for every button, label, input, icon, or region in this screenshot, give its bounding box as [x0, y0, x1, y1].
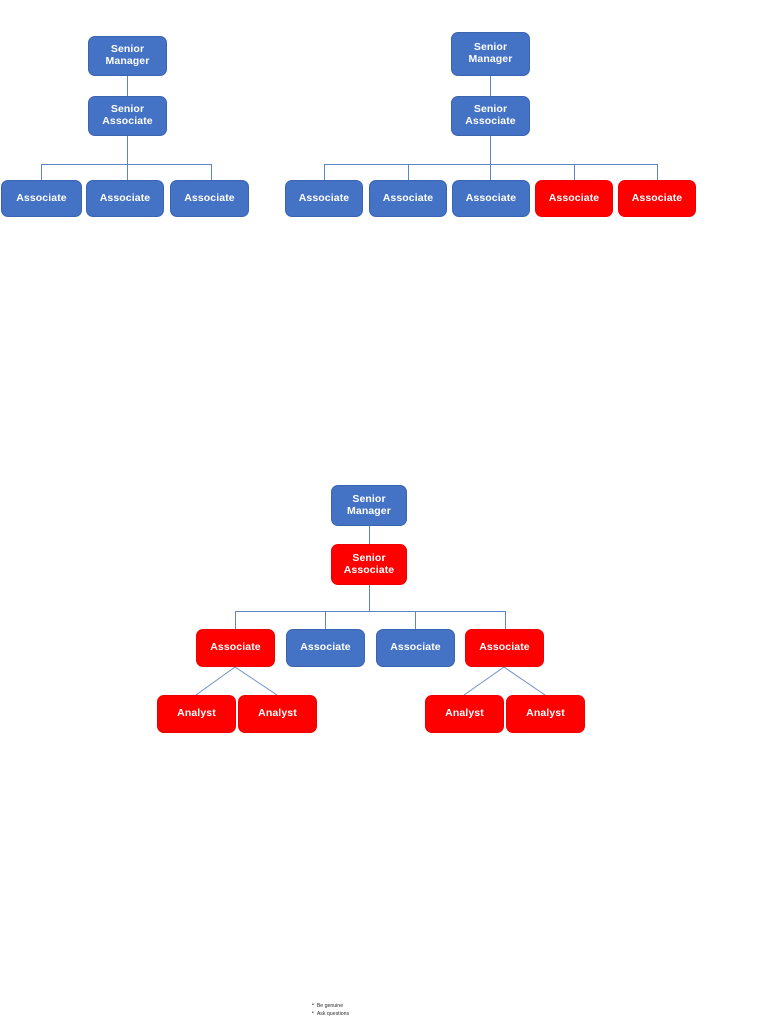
- node-label: Senior Manager: [347, 492, 391, 517]
- node-analyst-2[interactable]: Analyst: [238, 695, 317, 733]
- connector-associate-bus: [235, 611, 505, 612]
- node-label: Associate: [465, 191, 517, 204]
- node-label: Senior Associate: [102, 103, 153, 127]
- list-item-label: Ask questions: [316, 1011, 350, 1018]
- connector-drop-a4: [574, 164, 575, 180]
- list-item: • Ask questions: [312, 1010, 532, 1018]
- connector-a1-to-analyst-2: [234, 666, 278, 696]
- node-label: Analyst: [445, 707, 484, 720]
- notes-bullet-list: • Be genuine • Ask questions: [312, 1002, 532, 1018]
- node-senior-associate[interactable]: Senior Associate: [451, 96, 530, 136]
- bullet-marker-icon: •: [312, 1001, 314, 1008]
- node-label: Senior Manager: [468, 41, 513, 65]
- node-associate-2[interactable]: Associate: [86, 180, 164, 217]
- connector-drop-a2: [127, 164, 128, 180]
- connector-drop-a3: [415, 611, 416, 629]
- node-label: Associate: [298, 191, 350, 204]
- node-senior-associate[interactable]: Senior Associate: [331, 544, 407, 585]
- node-associate-1[interactable]: Associate: [1, 180, 82, 217]
- connector-drop-a5: [657, 164, 658, 180]
- node-label: Analyst: [526, 707, 565, 720]
- node-label: Analyst: [258, 707, 297, 720]
- node-associate-3[interactable]: Associate: [376, 629, 455, 667]
- node-label: Associate: [99, 191, 151, 204]
- node-analyst-1[interactable]: Analyst: [157, 695, 236, 733]
- node-senior-manager[interactable]: Senior Manager: [331, 485, 407, 526]
- node-associate-4[interactable]: Associate: [465, 629, 544, 667]
- list-item: • Be genuine: [312, 1002, 532, 1010]
- connector-drop-a1: [235, 611, 236, 629]
- node-associate-2[interactable]: Associate: [286, 629, 365, 667]
- connector-drop-a3: [490, 164, 491, 180]
- connector-drop-a1: [324, 164, 325, 180]
- connector-sa-trunk: [127, 136, 128, 164]
- node-associate-1[interactable]: Associate: [285, 180, 363, 217]
- node-label: Analyst: [177, 707, 216, 720]
- node-label: Associate: [300, 641, 351, 654]
- connector-sm-to-sa: [127, 76, 128, 96]
- node-label: Associate: [548, 191, 600, 204]
- node-analyst-3[interactable]: Analyst: [425, 695, 504, 733]
- connector-drop-a1: [41, 164, 42, 180]
- node-label: Associate: [16, 191, 67, 204]
- node-associate-4[interactable]: Associate: [535, 180, 613, 217]
- connector-a1-to-analyst-1: [195, 666, 236, 696]
- node-associate-3[interactable]: Associate: [170, 180, 249, 217]
- node-label: Senior Manager: [105, 43, 150, 67]
- connector-associate-bus: [41, 164, 211, 165]
- node-label: Senior Associate: [465, 103, 516, 127]
- node-associate-1[interactable]: Associate: [196, 629, 275, 667]
- node-label: Associate: [390, 641, 441, 654]
- node-associate-3[interactable]: Associate: [452, 180, 530, 217]
- node-label: Associate: [184, 191, 235, 204]
- node-label: Senior Associate: [343, 551, 395, 576]
- node-label: Associate: [631, 191, 683, 204]
- node-label: Associate: [382, 191, 434, 204]
- node-label: Associate: [479, 641, 530, 654]
- connector-drop-a4: [505, 611, 506, 629]
- node-senior-manager[interactable]: Senior Manager: [88, 36, 167, 76]
- connector-sa-trunk: [369, 585, 370, 611]
- connector-drop-a2: [408, 164, 409, 180]
- connector-drop-a2: [325, 611, 326, 629]
- bullet-marker-icon: •: [312, 1009, 314, 1016]
- node-associate-5[interactable]: Associate: [618, 180, 696, 217]
- node-senior-manager[interactable]: Senior Manager: [451, 32, 530, 76]
- node-associate-2[interactable]: Associate: [369, 180, 447, 217]
- node-senior-associate[interactable]: Senior Associate: [88, 96, 167, 136]
- connector-a4-to-analyst-3: [463, 666, 505, 696]
- connector-sm-to-sa: [490, 76, 491, 96]
- connector-sm-to-sa: [369, 526, 370, 544]
- connector-a4-to-analyst-4: [503, 666, 546, 696]
- list-item-label: Be genuine: [316, 1003, 344, 1009]
- node-label: Associate: [210, 641, 261, 654]
- node-analyst-4[interactable]: Analyst: [506, 695, 585, 733]
- connector-drop-a3: [211, 164, 212, 180]
- connector-sa-trunk: [490, 136, 491, 164]
